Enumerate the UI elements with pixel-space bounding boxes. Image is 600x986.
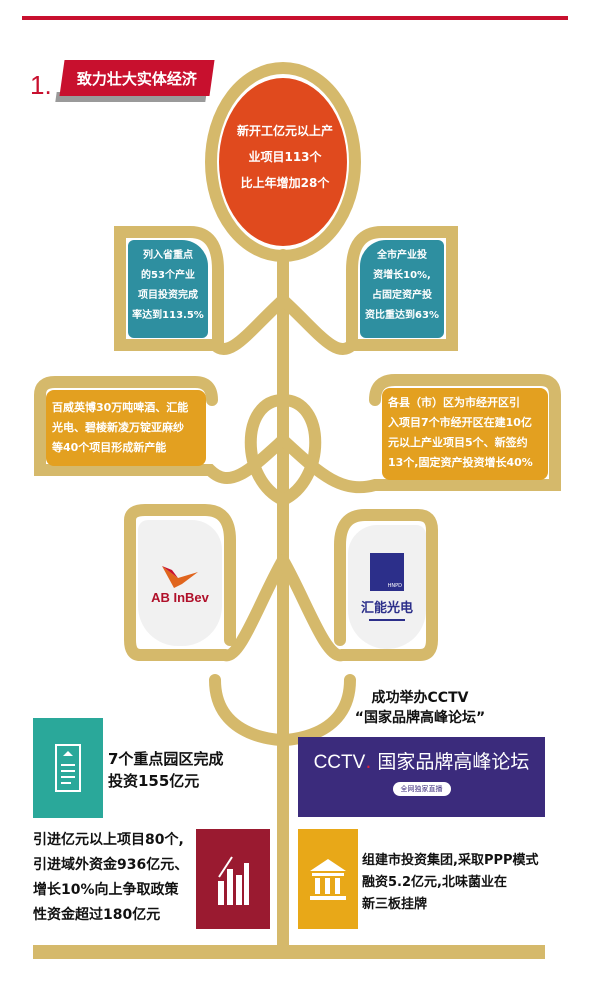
text-line: 融资5.2亿元,北味菌业在 — [362, 875, 507, 890]
section-number: 1. — [30, 70, 52, 100]
center-circle — [219, 78, 347, 246]
text-line: 引进域外资金936亿元、 — [33, 857, 189, 873]
left-orange-card: 百威英博30万吨啤酒、汇能 光电、碧棱新凌万锭亚麻纱 等40个项目形成新产能 — [46, 390, 206, 466]
text-line: 入项目7个市经开区在建10亿 — [388, 416, 532, 429]
bank-icon — [310, 859, 346, 900]
text-line: 成功举办CCTV — [371, 690, 469, 706]
top-rule — [22, 16, 568, 20]
bar-chart-icon-tile — [196, 829, 270, 929]
text-line: 引进亿元以上项目80个, — [33, 832, 184, 848]
bar-chart-icon — [218, 856, 249, 905]
branch-left-leaf — [114, 226, 289, 355]
text-line: 新三板挂牌 — [362, 897, 428, 912]
text-line: 性资金超过180亿元 — [33, 907, 161, 923]
text-line: 比上年增加28个 — [240, 176, 330, 190]
left-leaf-card: 列入省重点 的53个产业 项目投资完成 率达到113.5% — [128, 240, 208, 338]
branch-right-orange — [277, 374, 561, 494]
text-line: 组建市投资集团,采取PPP模式 — [362, 853, 539, 868]
text-line: 百威英博30万吨啤酒、汇能 — [52, 401, 189, 414]
text-line: 项目投资完成 — [138, 290, 198, 301]
text-line: “国家品牌高峰论坛” — [354, 710, 486, 726]
bank-icon-tile — [298, 829, 358, 929]
cctv-live-pill: 全网独家直播 — [392, 782, 451, 796]
huineng-emblem-icon: HNPD — [370, 553, 404, 591]
branch-left-orange — [34, 376, 289, 485]
branch-left-logo — [124, 504, 289, 662]
text-line: 各县（市）区为市经开区引 — [388, 396, 520, 409]
cctv-banner-title: 国家品牌高峰论坛 — [377, 751, 530, 773]
cctv-caption: 成功举办CCTV “国家品牌高峰论坛” — [330, 688, 510, 728]
text-line: 增长10%向上争取政策 — [33, 882, 179, 898]
cctv-banner: CCTV. 国家品牌高峰论坛 全网独家直播 — [298, 737, 545, 817]
text-line: 占固定资产投 — [372, 290, 432, 301]
huineng-badge: HNPD — [387, 583, 402, 589]
branch-bottom-loop — [209, 674, 356, 747]
eagle-icon — [162, 565, 198, 588]
document-icon-tile — [33, 718, 103, 818]
huineng-wordmark: 汇能光电 — [360, 601, 413, 616]
text-line: 率达到113.5% — [132, 310, 204, 321]
right-orange-card: 各县（市）区为市经开区引 入项目7个市经开区在建10亿 元以上产业项目5个、新签… — [382, 388, 548, 480]
text-line: 的53个产业 — [141, 270, 195, 281]
text-line: 光电、碧棱新凌万锭亚麻纱 — [52, 421, 184, 434]
branch-mid — [244, 394, 322, 507]
text-line: 7个重点园区完成 — [108, 750, 224, 768]
center-circle-text: 新开工亿元以上产 业项目113个 比上年增加28个 — [226, 118, 344, 196]
text-line: 业项目113个 — [248, 150, 322, 164]
text-line: 资比重达到63% — [365, 310, 439, 321]
huineng-logo: HNPD 汇能光电 — [348, 525, 426, 649]
finance-text: 组建市投资集团,采取PPP模式 融资5.2亿元,北味菌业在 新三板挂牌 — [362, 850, 539, 916]
right-leaf-card: 全市产业投 资增长10%, 占固定资产投 资比重达到63% — [360, 240, 444, 338]
text-line: 新开工亿元以上产 — [236, 124, 333, 138]
text-line: 元以上产业项目5个、新签约 — [388, 436, 528, 449]
text-line: 列入省重点 — [143, 250, 193, 261]
text-line: 全市产业投 — [377, 250, 427, 261]
document-icon — [55, 744, 81, 792]
parks-text: 7个重点园区完成 投资155亿元 — [108, 748, 223, 792]
text-line: 投资155亿元 — [108, 772, 200, 790]
abinbev-logo: AB InBev — [138, 520, 222, 646]
cctv-brand: CCTV — [313, 752, 366, 773]
abinbev-wordmark: AB InBev — [151, 589, 209, 605]
logo-underline — [369, 619, 405, 621]
investment-text: 引进亿元以上项目80个, 引进域外资金936亿元、 增长10%向上争取政策 性资… — [33, 828, 188, 928]
branch-right-leaf — [277, 226, 458, 355]
text-line: 等40个项目形成新产能 — [52, 441, 167, 454]
text-line: 资增长10%, — [373, 270, 431, 281]
text-line: 13个,固定资产投资增长40% — [388, 456, 533, 469]
branch-right-logo — [277, 509, 438, 662]
